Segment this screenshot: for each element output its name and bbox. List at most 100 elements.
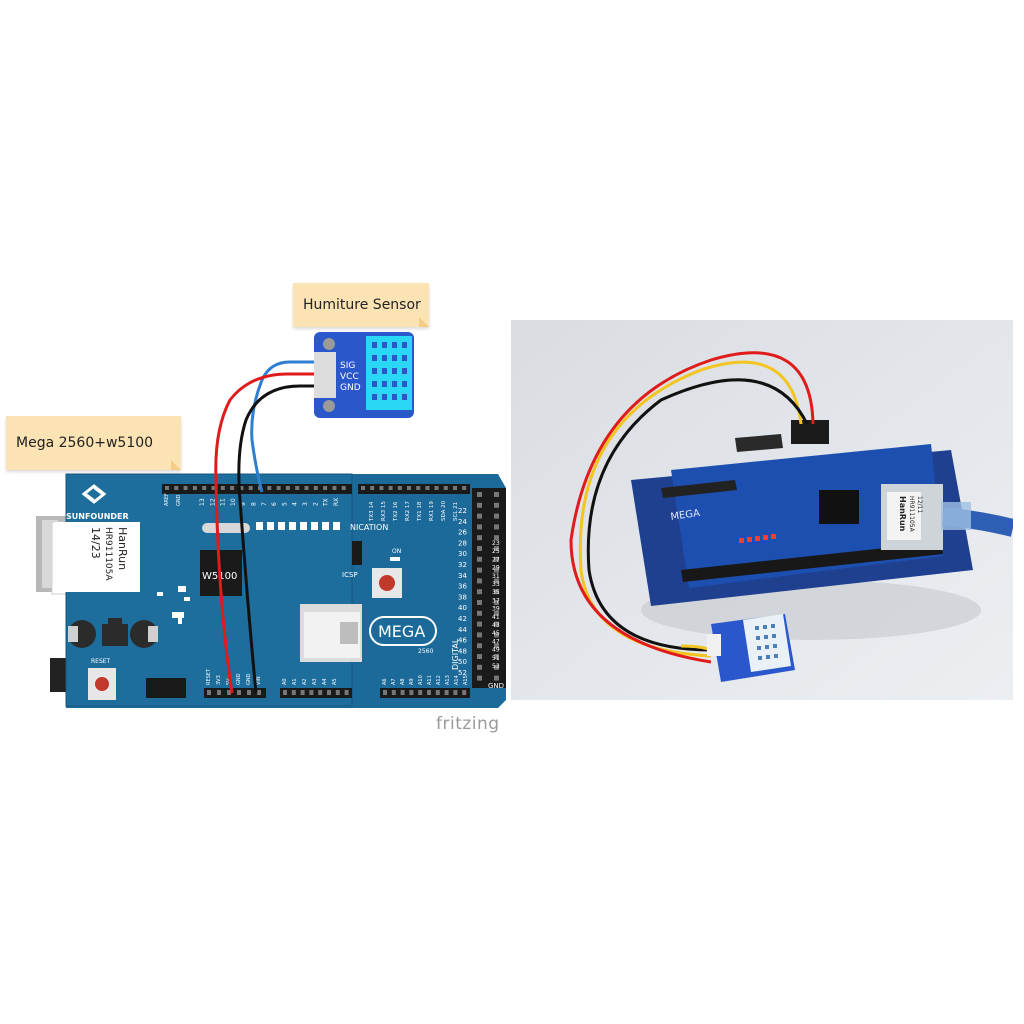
top-pin-label: 4 xyxy=(292,502,299,506)
header-pin xyxy=(494,567,499,573)
header-pin xyxy=(165,486,169,490)
header-pin xyxy=(361,486,365,490)
right-pin-label: 38 xyxy=(458,593,467,601)
header-pin xyxy=(383,690,387,695)
header-pin xyxy=(477,535,482,541)
header-pin xyxy=(477,492,482,497)
header-pin xyxy=(494,535,499,541)
header-pin xyxy=(477,610,482,616)
sensor-vent xyxy=(372,368,377,374)
analog-header-1 xyxy=(280,688,352,698)
analog-pin-label: A12 xyxy=(436,675,442,685)
header-pin xyxy=(388,486,393,490)
sensor-vent xyxy=(402,342,407,348)
gnd-top-label: GND xyxy=(176,494,182,506)
header-pin xyxy=(435,690,440,695)
wire-gnd xyxy=(237,384,322,694)
header-pin xyxy=(207,690,211,695)
sensor-vent xyxy=(402,355,407,361)
fritzing-watermark: fritzing xyxy=(436,714,500,734)
right-pin-label: 46 xyxy=(458,637,467,645)
sensor-label: Humiture Sensor xyxy=(293,283,429,327)
header-pin xyxy=(443,486,448,490)
header-pin xyxy=(332,486,337,490)
top-pin-label: TX xyxy=(323,498,330,507)
top-header xyxy=(162,484,470,494)
led xyxy=(289,522,296,530)
sensor-vent xyxy=(372,381,377,387)
header-pin xyxy=(407,486,411,490)
comm-pin-label: SCL 21 xyxy=(453,502,459,521)
header-pin xyxy=(462,690,467,695)
right-pin-outer-label: 45 xyxy=(492,630,500,637)
reset-text: RESET xyxy=(91,658,111,665)
right-pin-label: 22 xyxy=(458,507,467,515)
header-pin xyxy=(397,486,402,490)
photo-chip xyxy=(819,490,859,524)
photo-jack-maker: HanRun xyxy=(898,496,907,532)
header-pin xyxy=(494,589,499,595)
header-pin xyxy=(477,567,482,573)
right-pin-outer-label: 31 xyxy=(492,573,500,580)
header-pin xyxy=(494,513,499,519)
header-pin xyxy=(318,690,323,695)
header-pin xyxy=(494,654,499,659)
right-pin-label: 50 xyxy=(458,658,467,666)
led xyxy=(278,522,285,530)
comm-pin-label: RX2 17 xyxy=(405,501,411,521)
top-pin-label: 13 xyxy=(199,498,206,506)
hardware-photo: HanRun HR911105A 12/11 MEGA xyxy=(511,320,1013,700)
sensor-vent xyxy=(392,381,397,387)
right-pin-label: 44 xyxy=(458,626,467,634)
on-led xyxy=(390,557,400,561)
right-pin-outer-label: 41 xyxy=(492,614,500,621)
top-pin-label: RX xyxy=(333,498,340,506)
header-pin xyxy=(453,486,457,490)
led xyxy=(322,522,329,530)
analog-pin-label: A11 xyxy=(427,675,433,685)
jack-part-text: HR911105A xyxy=(103,527,113,581)
power-pin-label: 3V3 xyxy=(216,675,222,685)
sensor-vent xyxy=(382,381,387,387)
comm-pin-label: TX2 16 xyxy=(393,501,399,522)
sensor-vent xyxy=(382,342,387,348)
wires xyxy=(214,360,322,694)
right-pin-label: 42 xyxy=(458,615,467,623)
photo-logo: MEGA xyxy=(670,508,701,523)
logo-sub-text: 2560 xyxy=(418,648,433,655)
wire-signal xyxy=(250,360,322,493)
top-pin-label: 12 xyxy=(209,498,216,506)
led xyxy=(267,522,274,530)
header-pin xyxy=(283,690,287,695)
sensor-vent xyxy=(402,394,407,400)
header-pin xyxy=(257,690,261,695)
header-pin xyxy=(494,546,499,551)
top-pin-label: 8 xyxy=(251,502,258,506)
aref-label: AREF xyxy=(164,493,170,506)
icsp-text: ICSP xyxy=(342,571,358,579)
header-pin xyxy=(323,486,328,490)
analog-pin-label: A3 xyxy=(312,678,318,685)
led xyxy=(333,522,340,530)
header-pin xyxy=(477,589,482,595)
header-pin xyxy=(400,690,405,695)
top-pin-label: 3 xyxy=(302,502,309,506)
sensor-vent xyxy=(382,394,387,400)
header-pin xyxy=(227,690,231,695)
header-pin xyxy=(494,621,499,627)
sd-card-slot xyxy=(300,604,362,662)
top-pin-label: 11 xyxy=(220,498,227,506)
digital-text: DIGITAL xyxy=(451,638,460,670)
analog-pin-label: A6 xyxy=(382,678,388,685)
header-pin xyxy=(267,486,272,490)
header-pin xyxy=(494,675,499,681)
header-pin xyxy=(370,486,375,490)
header-pin xyxy=(202,486,207,490)
sensor-vent xyxy=(382,368,387,374)
header-pin xyxy=(494,556,499,562)
sensor-vent xyxy=(392,355,397,361)
photo-header xyxy=(791,420,829,444)
analog-pin-label: A7 xyxy=(391,678,397,685)
header-pin xyxy=(494,492,499,497)
